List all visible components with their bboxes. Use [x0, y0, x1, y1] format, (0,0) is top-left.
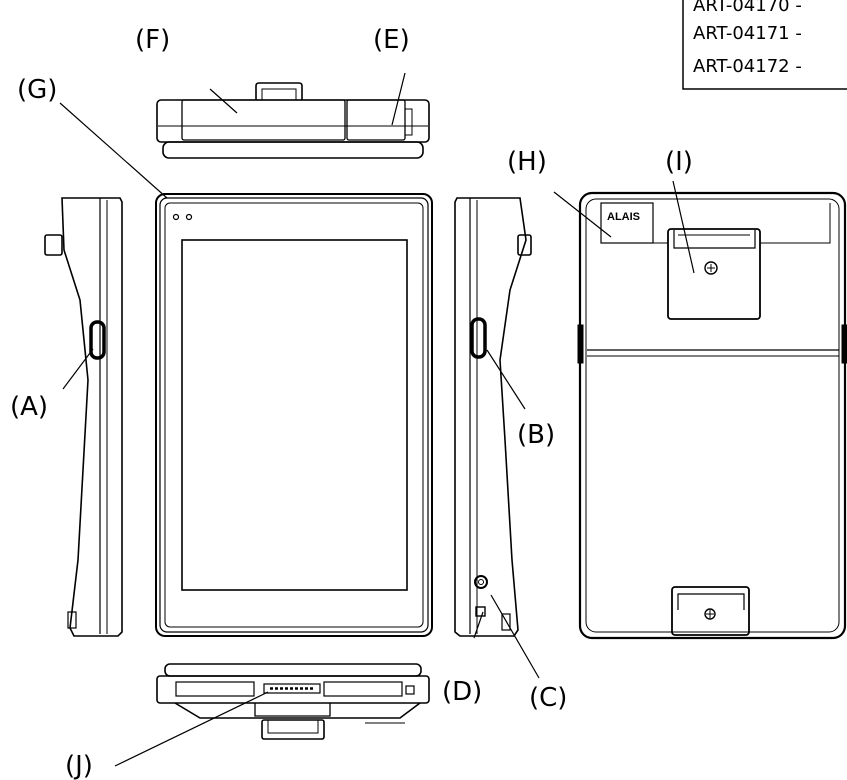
port-c	[474, 575, 488, 589]
part-number-3: ART-04172 -	[693, 56, 802, 77]
callout-d: (D)	[442, 677, 482, 707]
left-side-view	[44, 197, 123, 637]
front-view	[155, 193, 433, 637]
leader-j	[114, 691, 269, 767]
callout-a: (A)	[10, 392, 48, 422]
back-view: ALAIS	[577, 191, 847, 640]
part-number-1: ART-04170 -	[693, 0, 802, 16]
leader-h	[553, 191, 612, 238]
callout-c: (C)	[529, 683, 567, 713]
callout-e: (E)	[373, 25, 410, 55]
part-number-2: ART-04171 -	[693, 23, 802, 44]
callout-i: (I)	[665, 147, 693, 177]
callout-labels: (A) (B) (C) (D) (E) (F) (G) (H) (I) (J)	[10, 25, 693, 780]
led-1	[172, 213, 180, 221]
leader-f	[209, 88, 238, 114]
callout-j: (J)	[65, 751, 93, 780]
led-2	[185, 213, 193, 221]
callout-g: (G)	[17, 75, 57, 105]
leader-a	[62, 348, 94, 390]
button-b	[470, 317, 487, 359]
leader-b	[486, 349, 526, 410]
leader-c	[490, 594, 540, 679]
leader-g	[59, 102, 168, 199]
leader-lines	[59, 72, 695, 767]
port-d	[475, 606, 486, 617]
bottom-view	[156, 663, 430, 740]
callout-h: (H)	[507, 147, 547, 177]
leader-d	[473, 611, 484, 639]
screen	[181, 239, 408, 591]
part-number-box: ART-04170 - ART-04171 - ART-04172 -	[682, 0, 847, 90]
leader-i	[672, 180, 695, 274]
callout-b: (B)	[517, 420, 555, 450]
brand-logo: ALAIS	[607, 211, 640, 223]
top-view	[156, 82, 430, 159]
callout-f: (F)	[135, 25, 170, 55]
stand-bracket	[667, 228, 761, 320]
button-a	[89, 320, 106, 360]
right-side-view	[454, 197, 532, 637]
connector-j	[263, 683, 321, 694]
leader-e	[391, 72, 406, 126]
